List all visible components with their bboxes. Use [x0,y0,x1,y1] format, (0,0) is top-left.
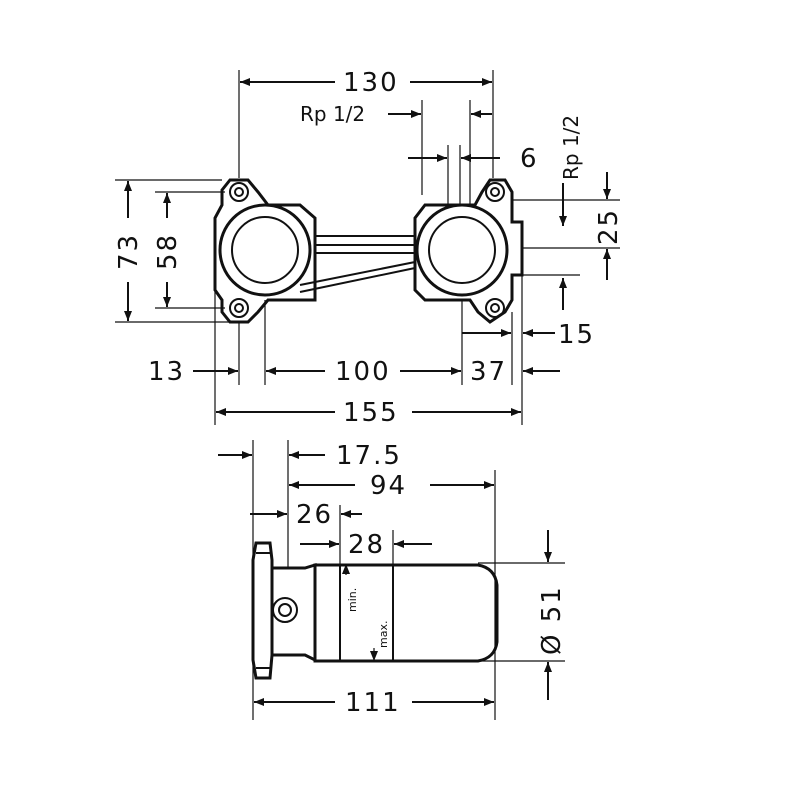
thread-left-label: Rp 1/2 [300,102,365,126]
screw-hole-icon [485,182,505,202]
diameter-label: Ø 51 [537,585,567,655]
dim-26-label: 26 [296,500,333,530]
dim-111-label: 111 [345,688,401,718]
dim-15: 15 [462,278,595,350]
extension-lines [115,70,620,425]
dim-row-13-100-37: 13 100 37 [148,357,560,387]
top-view-body [213,178,524,324]
screw-hole-icon [485,298,505,318]
dim-73: 73 [114,181,144,321]
side-extension-lines [252,440,565,720]
screw-hole-icon [490,303,500,313]
screw-hole-icon [234,187,244,197]
dim-28-label: 28 [348,530,385,560]
dim-25-label: 25 [594,208,624,245]
dim-94-label: 94 [370,471,407,501]
screw-hole-icon [234,303,244,313]
dim-6: 6 [408,144,539,205]
dim-130: 130 [240,68,492,98]
dim-155-label: 155 [343,398,399,428]
dim-13-label: 13 [148,357,185,387]
screw-hole-icon [490,187,500,197]
dim-17-5-label: 17.5 [336,441,402,471]
dim-15-label: 15 [558,320,595,350]
dim-26: 26 [250,500,362,530]
left-outlet-inner [231,216,299,284]
dim-rp-left: Rp 1/2 [300,102,492,126]
right-outlet-inner [428,216,496,284]
dim-37-label: 37 [470,357,507,387]
cylinder-body [313,563,499,663]
top-view: 130 Rp 1/2 6 Rp 1/2 73 [114,68,624,428]
left-outlet-outer [218,203,312,297]
dim-rp-right: Rp 1/2 [559,115,583,226]
dim-58: 58 [153,193,183,307]
dim-25: 25 [594,172,624,280]
dim-17-5: 17.5 [218,441,402,471]
screw-hole-icon [229,182,249,202]
mounting-plate [251,541,274,680]
dim-58-label: 58 [153,233,183,270]
side-view-body: min. max. [251,541,499,680]
bracket [270,562,317,663]
dim-155: 155 [216,398,521,428]
bracket-nut-icon [272,597,298,623]
dim-6-label: 6 [520,144,539,174]
connecting-bar [299,267,416,293]
side-view: min. max. 17.5 94 26 [218,440,567,720]
dim-73-label: 73 [114,233,144,270]
thread-right-label: Rp 1/2 [559,115,583,180]
dim-130-label: 130 [343,68,399,98]
dim-111: 111 [254,688,494,718]
min-label: min. [346,588,359,612]
bracket-nut-icon [278,603,292,617]
dim-100-label: 100 [335,357,391,387]
dim-94: 94 [289,471,494,501]
screw-hole-icon [229,298,249,318]
dim-28: 28 [300,530,432,560]
right-outlet-outer [415,203,509,297]
max-label: max. [377,621,390,648]
connecting-bar [299,261,416,286]
dim-diameter-51: Ø 51 [537,530,567,700]
